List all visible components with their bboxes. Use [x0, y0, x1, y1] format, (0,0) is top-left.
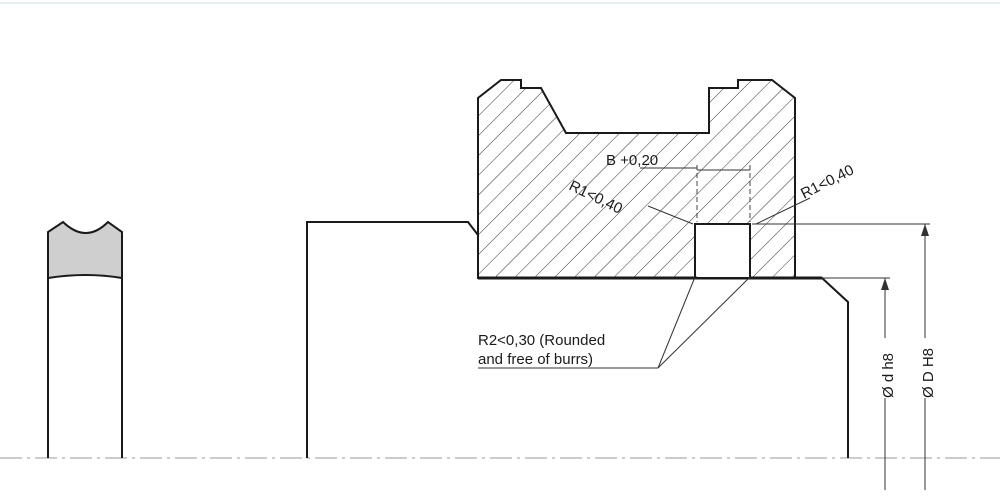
- groove-clear-area: [697, 225, 749, 277]
- note-line-2: and free of burrs): [478, 351, 593, 368]
- radius-right-leader: [755, 197, 811, 225]
- radius-right-label: R1<0,40: [798, 161, 857, 202]
- shaft-right-outline: [796, 277, 849, 458]
- seal-ring-section: [47, 220, 123, 458]
- outer-diameter-label: Ø D H8: [920, 348, 937, 398]
- groove-width-label: B +0,20: [606, 152, 658, 169]
- gland-section: [477, 79, 796, 279]
- gland-hatch-area: [477, 79, 796, 279]
- outer-diameter-arrow: [921, 224, 929, 236]
- radius-left-leader: [647, 205, 694, 225]
- seal-profile-line: [47, 274, 123, 279]
- diameter-dimensions: [752, 223, 930, 490]
- inner-diameter-label: Ø d h8: [880, 353, 897, 398]
- seal-ring-outline: [47, 220, 123, 458]
- seal-profile-fill: [48, 222, 122, 278]
- note-line-1: R2<0,30 (Rounded: [478, 332, 605, 349]
- note-leader-2: [657, 276, 751, 369]
- inner-diameter-arrow: [881, 278, 889, 290]
- leader-lines: [478, 197, 811, 369]
- groove-width-extension-lines: [696, 165, 751, 222]
- groove-width-dimension: [640, 165, 751, 222]
- note-leader-1: [657, 276, 696, 369]
- shaft-left-outline: [306, 221, 479, 458]
